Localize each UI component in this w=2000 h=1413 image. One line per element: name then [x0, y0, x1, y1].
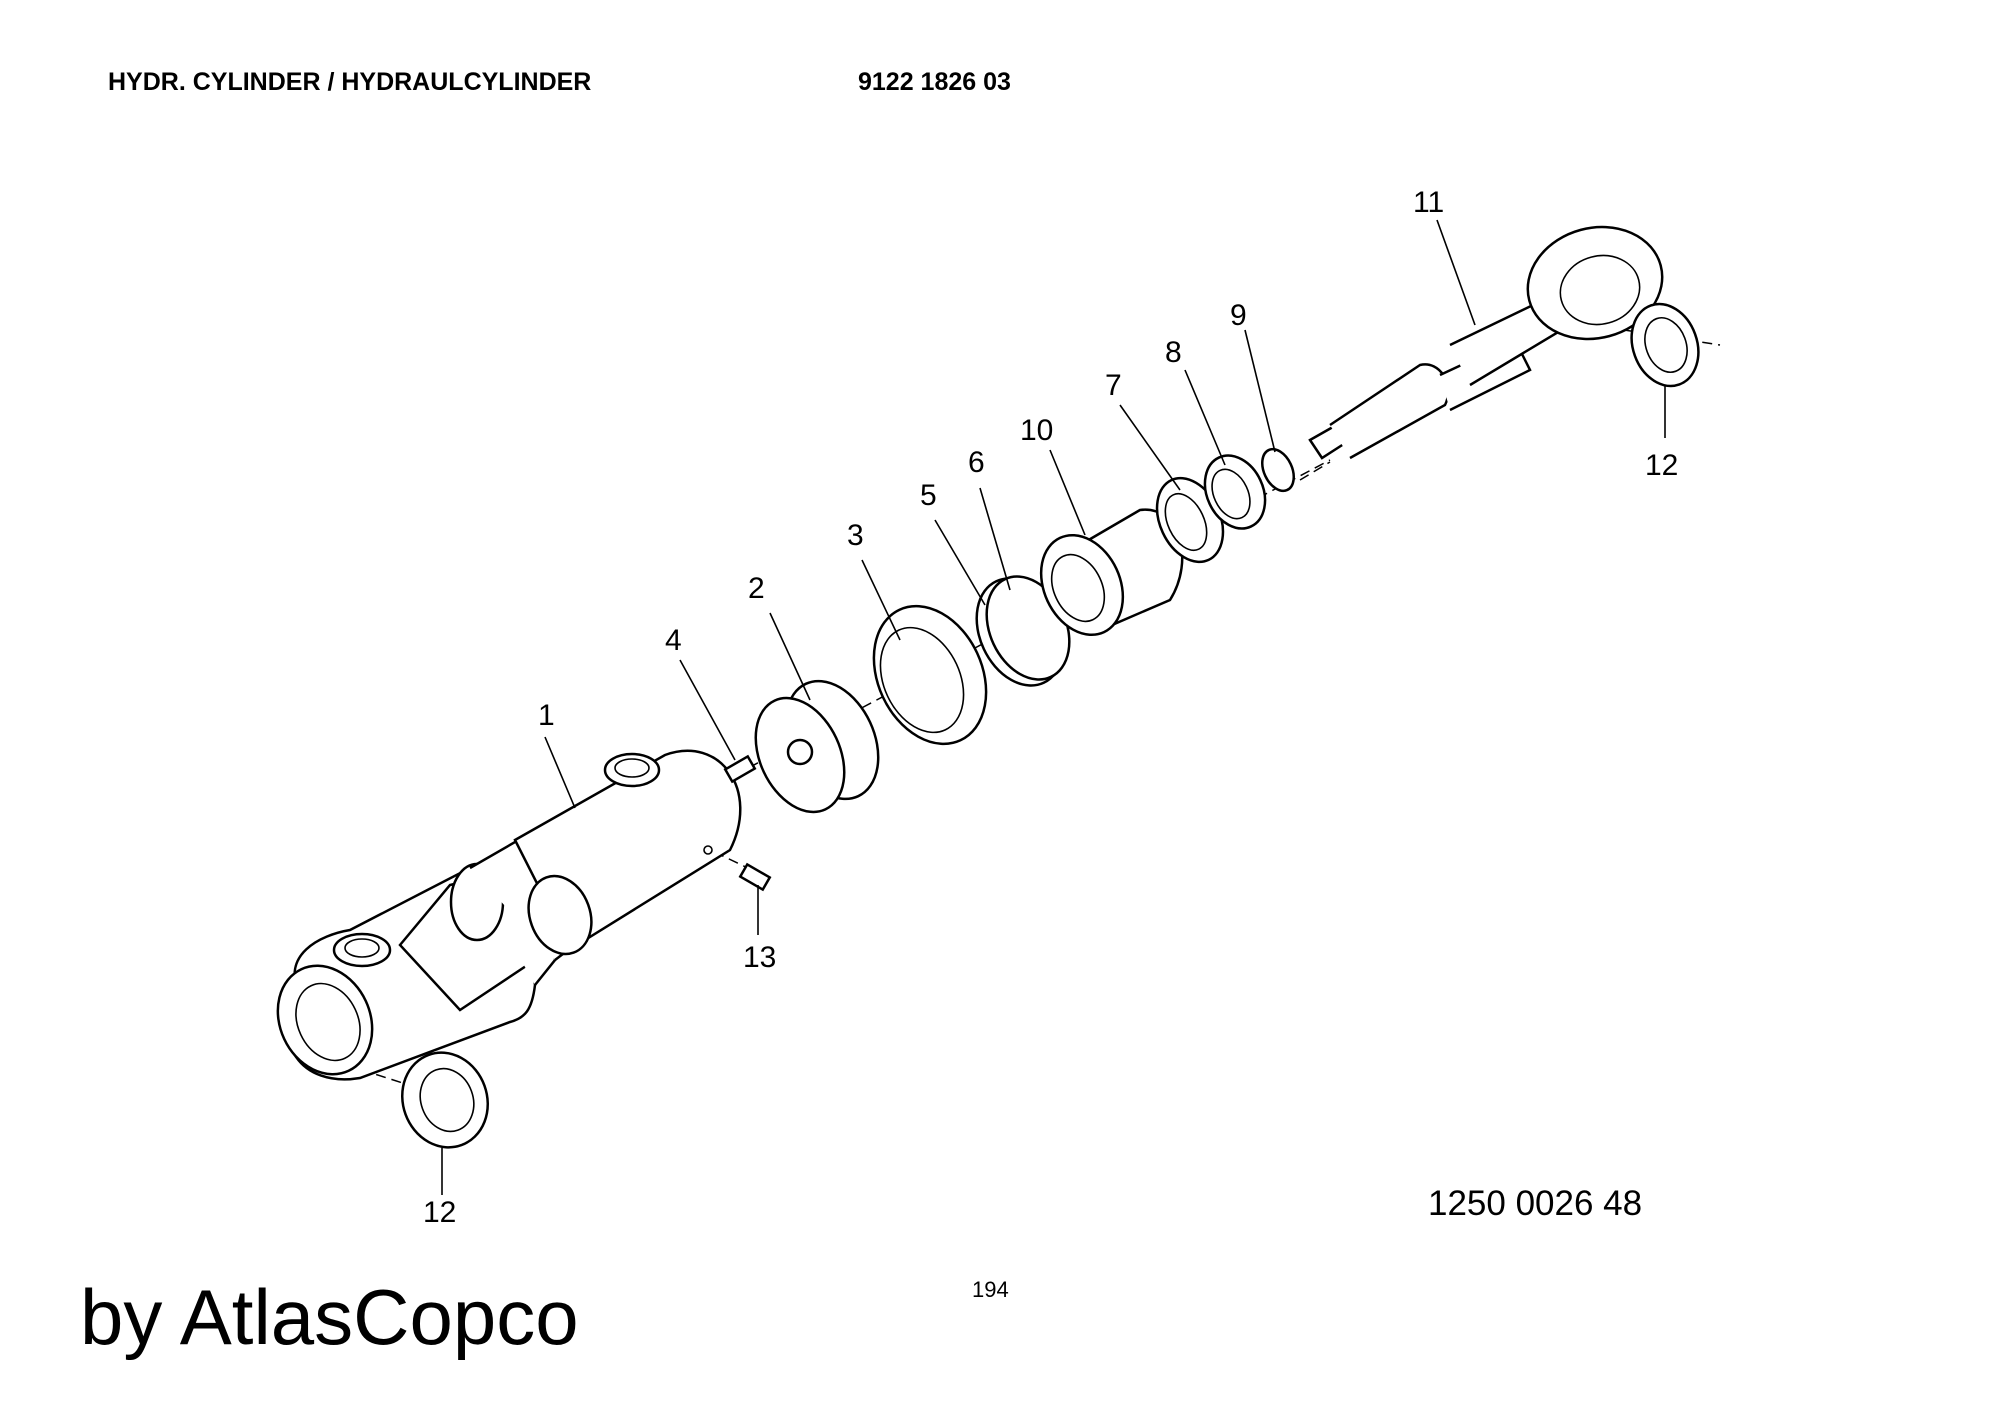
callout-8: 8 [1165, 336, 1182, 369]
callout-3: 3 [847, 519, 864, 552]
callout-9: 9 [1230, 299, 1247, 332]
part-11-piston-rod [1308, 225, 1664, 460]
part-10-cylinder-head [1039, 508, 1184, 637]
callout-13: 13 [743, 941, 776, 974]
part-2-piston [754, 679, 880, 814]
part-13-grub-screw [738, 862, 772, 892]
assembly-part-number: 9122 1826 03 [858, 68, 1011, 96]
part-12-bushing-barrel-end [401, 1051, 489, 1149]
callout-6: 6 [968, 446, 985, 479]
callout-12-barrel-end: 12 [423, 1196, 456, 1229]
callout-numbers: 1 2 3 4 5 6 7 8 9 10 11 12 12 13 [423, 186, 1678, 1229]
page-number: 194 [972, 1277, 1009, 1302]
part-3-piston-seal [872, 604, 988, 746]
callout-10: 10 [1020, 414, 1053, 447]
callout-7: 7 [1105, 369, 1122, 402]
callout-11: 11 [1413, 186, 1444, 219]
page-title: HYDR. CYLINDER / HYDRAULCYLINDER [108, 68, 592, 96]
part-9-circlip [1261, 447, 1295, 493]
callout-5: 5 [920, 479, 937, 512]
callout-1: 1 [538, 699, 555, 732]
drawing-number: 1250 0026 48 [1428, 1184, 1643, 1223]
part-1-cylinder-tube [513, 749, 742, 956]
part-12-bushing-rod-end [1630, 302, 1700, 388]
leader-lines [441, 219, 1666, 1195]
part-8-rod-seal [1203, 454, 1267, 530]
callout-2: 2 [748, 572, 765, 605]
callout-4: 4 [665, 624, 682, 657]
callout-12-rod-end: 12 [1645, 449, 1678, 482]
brand-text: by AtlasCopco [80, 1273, 579, 1361]
part-4-grub-screw [723, 754, 757, 784]
